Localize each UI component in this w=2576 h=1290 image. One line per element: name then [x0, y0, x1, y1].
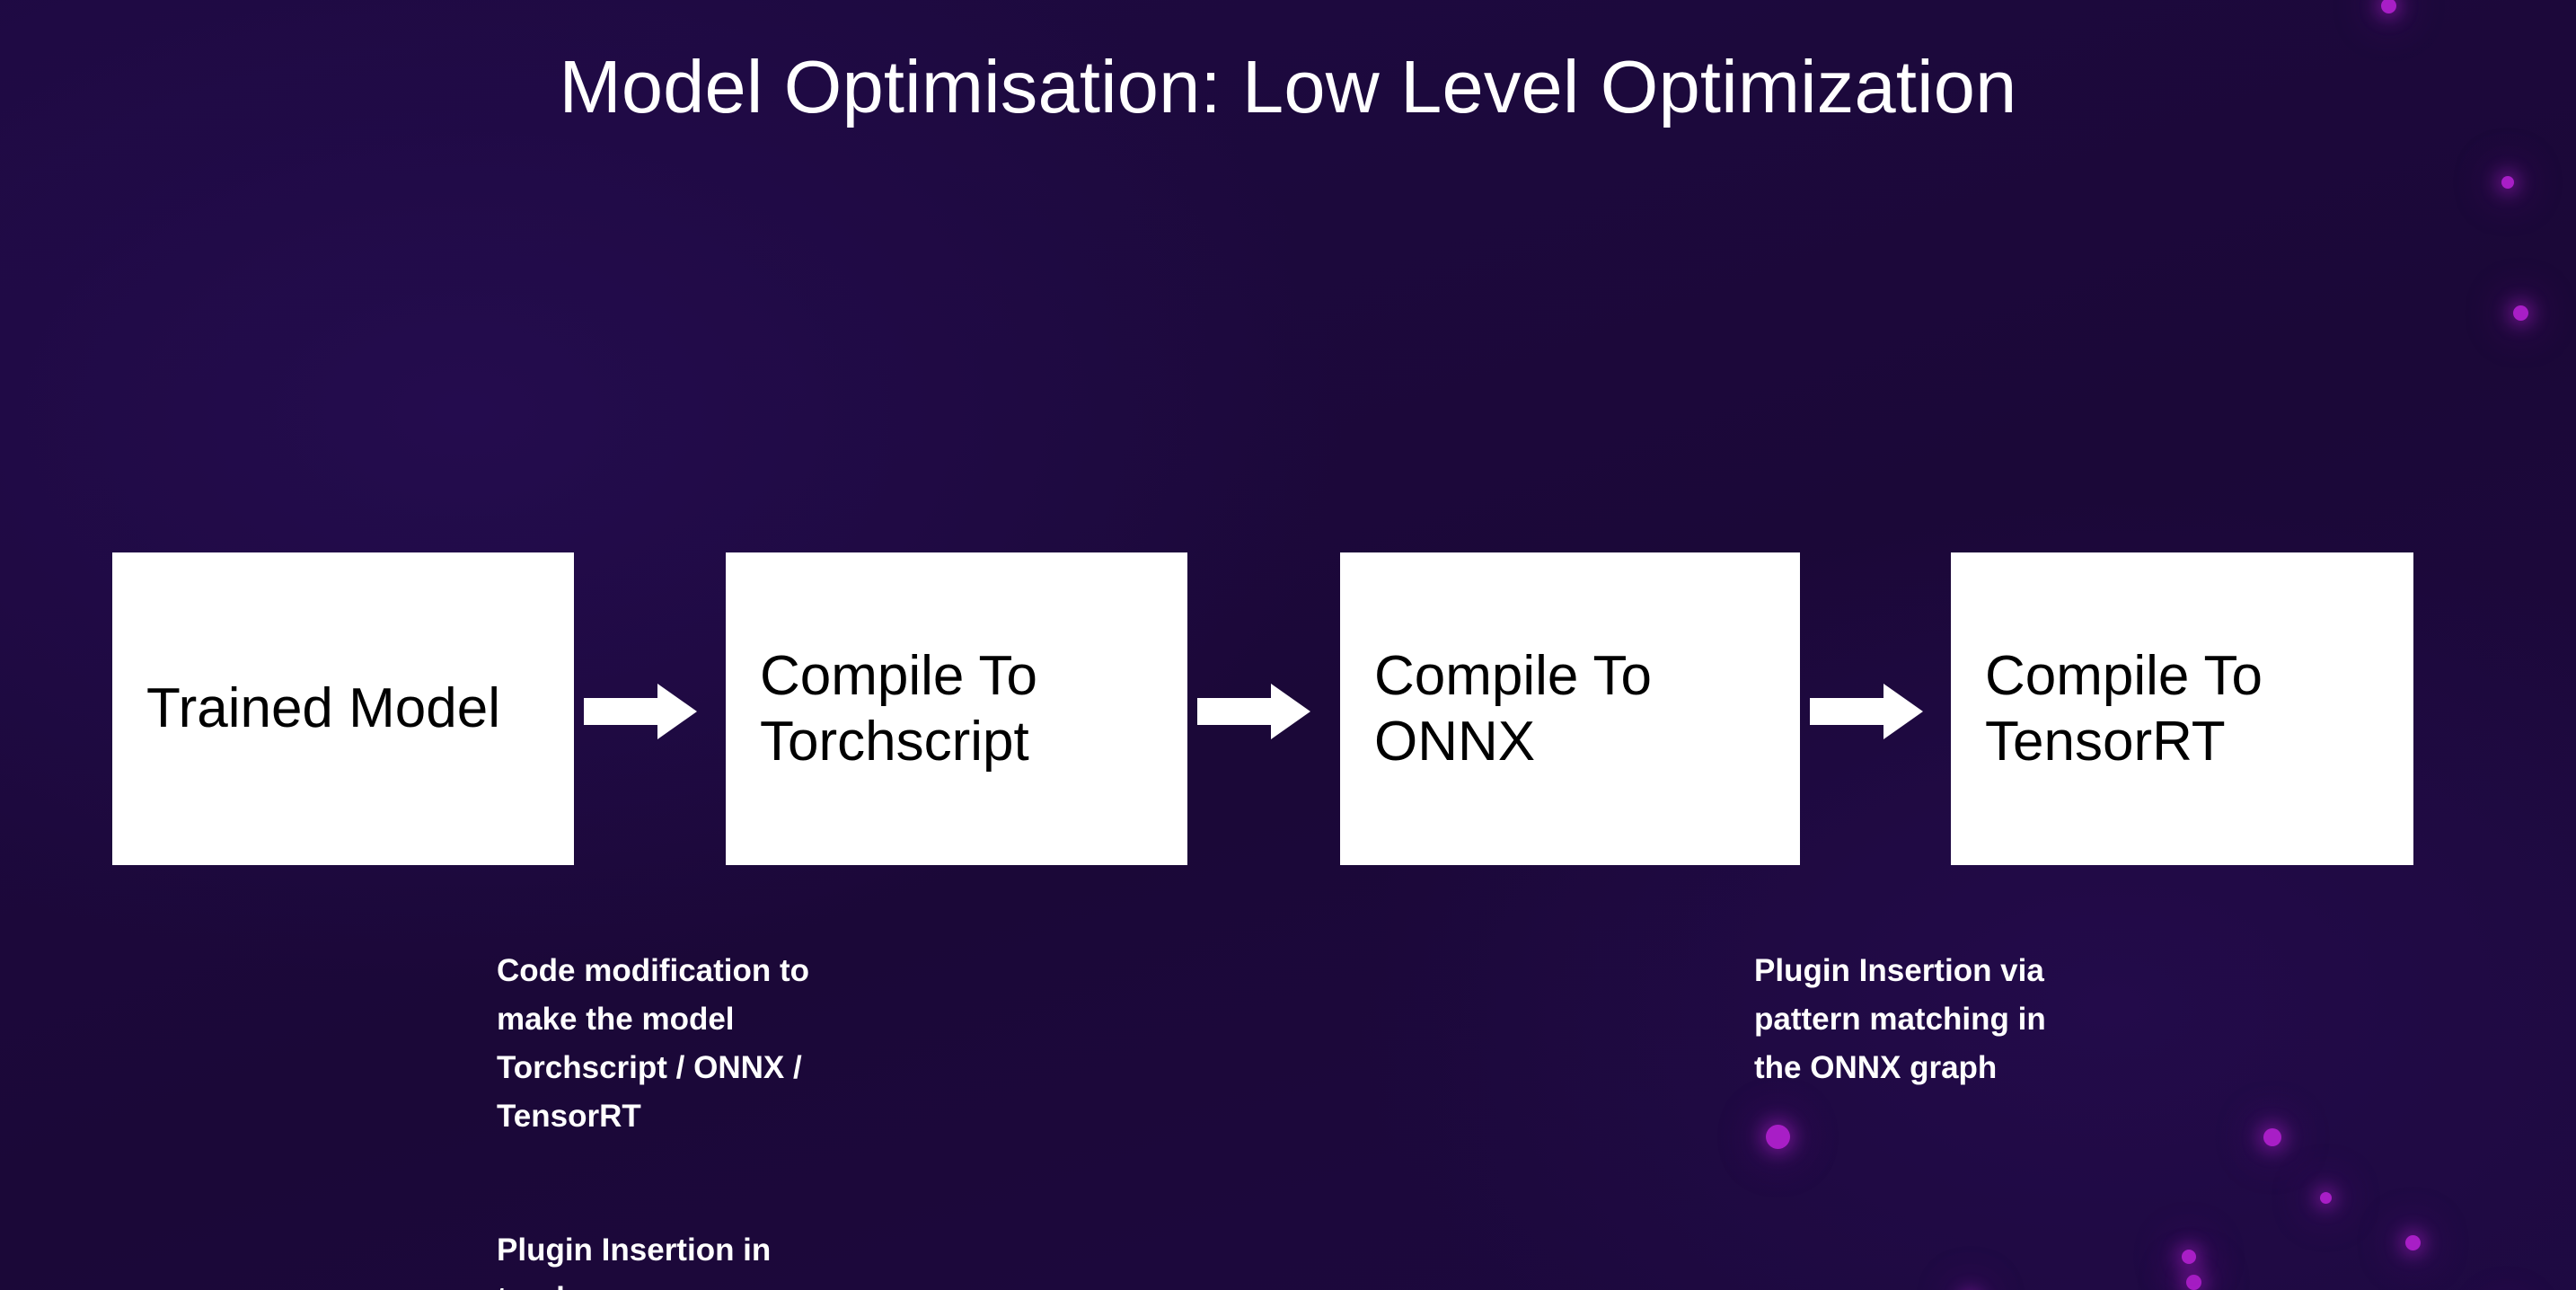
- caption-right: Plugin Insertion via pattern matching in…: [1754, 898, 2051, 1092]
- flow-box-label: Compile To ONNX: [1374, 644, 1653, 773]
- caption-left: Code modification to make the model Torc…: [497, 898, 838, 1290]
- arrow-right-icon: [584, 684, 697, 739]
- flow-box-label: Compile To TensorRT: [1985, 644, 2263, 773]
- glow-dot-icon: [2380, 0, 2396, 13]
- caption-spacer: [497, 1140, 838, 1178]
- glow-dot-icon: [1765, 1124, 1790, 1149]
- flow-box-compile-to-tensorrt[interactable]: Compile To TensorRT: [1951, 552, 2413, 865]
- page-title: Model Optimisation: Low Level Optimizati…: [559, 45, 2017, 128]
- caption-right-paragraph-1: Plugin Insertion via pattern matching in…: [1754, 952, 2046, 1085]
- flow-box-label: Compile To Torchscript: [760, 644, 1038, 773]
- flow-box-label: Trained Model: [146, 677, 501, 740]
- glow-dot-icon: [2185, 1274, 2201, 1290]
- glow-dot-icon: [2263, 1128, 2281, 1146]
- glow-dot-icon: [2501, 176, 2514, 189]
- glow-dot-icon: [2512, 305, 2528, 321]
- glow-dot-icon: [2319, 1191, 2332, 1204]
- caption-left-paragraph-2: Plugin Insertion in torch: [497, 1233, 772, 1290]
- flow-box-trained-model[interactable]: Trained Model: [112, 552, 574, 865]
- flow-box-compile-to-torchscript[interactable]: Compile To Torchscript: [726, 552, 1187, 865]
- flow-box-compile-to-onnx[interactable]: Compile To ONNX: [1340, 552, 1800, 865]
- glow-dot-icon: [2182, 1250, 2196, 1264]
- caption-left-paragraph-1: Code modification to make the model Torc…: [497, 952, 810, 1134]
- arrow-right-icon: [1197, 684, 1310, 739]
- arrow-right-icon: [1810, 684, 1923, 739]
- glow-dot-icon: [2404, 1234, 2421, 1250]
